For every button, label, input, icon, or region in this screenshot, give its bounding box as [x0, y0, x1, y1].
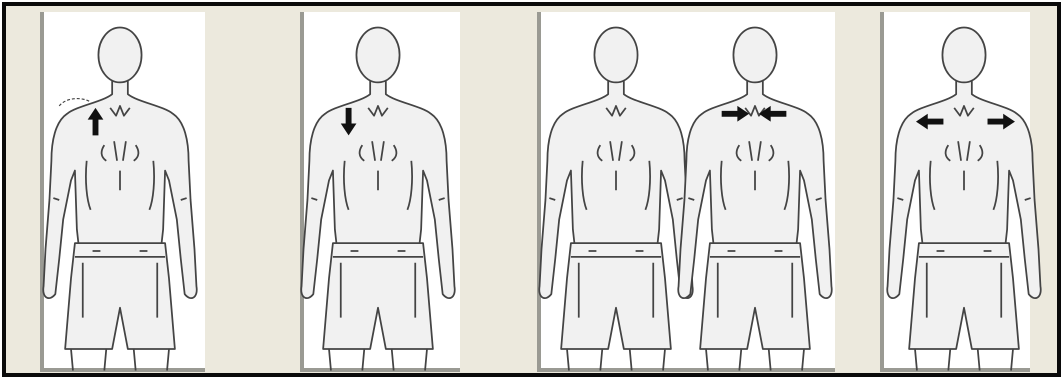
exercise-panel-3 [537, 12, 835, 372]
exercise-panel-1 [40, 12, 205, 372]
exercise-panel-2 [300, 12, 460, 372]
exercise-panel-4 [880, 12, 1041, 372]
